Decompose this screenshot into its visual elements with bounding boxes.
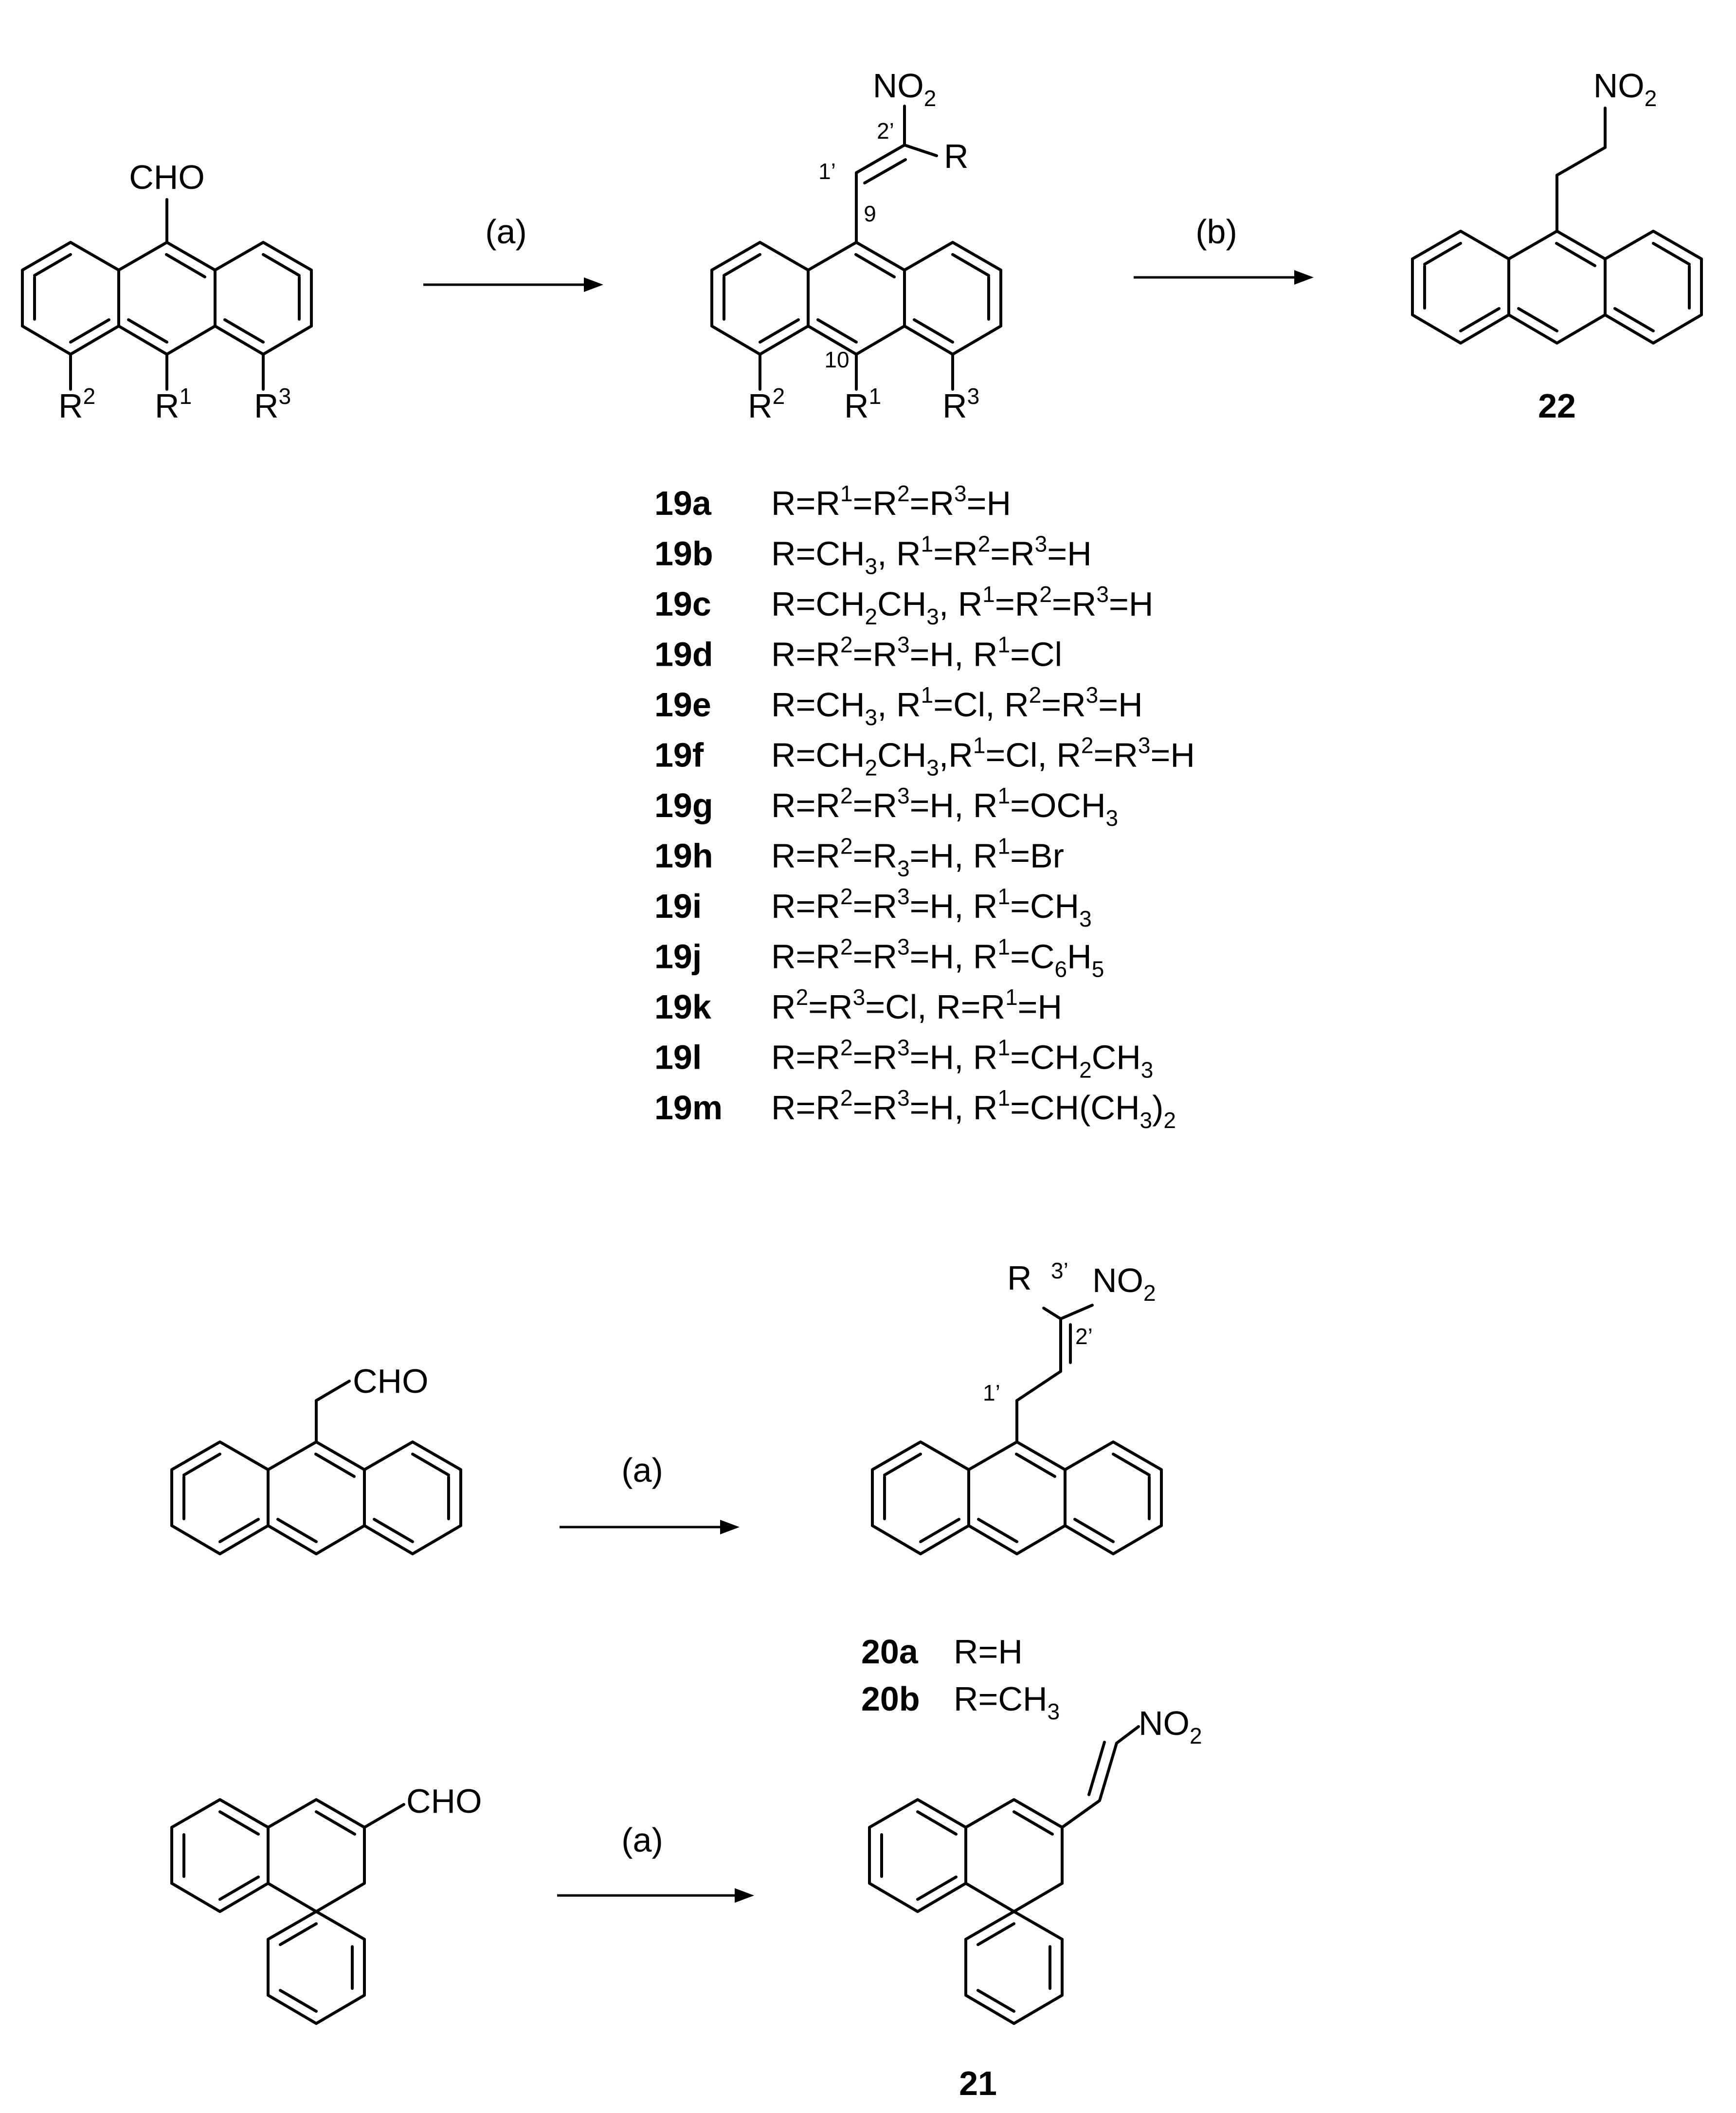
compound-id: 19j — [654, 938, 702, 976]
compound-19a-entry: 19a R=R1=R2=R3=H — [654, 481, 1011, 522]
compound-id: 20a — [861, 1633, 919, 1671]
no2-label: NO2 — [873, 67, 937, 111]
compound-substituents: R=R2=R3=H, R1=CH2CH3 — [771, 1035, 1153, 1083]
reaction-arrow-a — [423, 277, 603, 292]
compound-substituents: R=R2=R3=H, R1=C6H5 — [771, 934, 1104, 982]
r3-label: R3 — [254, 383, 291, 425]
compound-id: 19i — [654, 887, 702, 925]
compound-substituent: R=CH3 — [954, 1680, 1060, 1724]
compound-substituents: R=R2=R3=H, R1=CH3 — [771, 884, 1092, 931]
condition-a-label: (a) — [621, 1821, 663, 1859]
compound-id: 19e — [654, 686, 711, 724]
compound-substituents: R=R2=R3=H, R1=Br — [771, 834, 1064, 881]
nitrovinyl-phenanthrene-structure — [868, 1725, 1140, 2025]
compound-22-label: 22 — [1538, 387, 1576, 425]
condition-a-label: (a) — [621, 1451, 663, 1489]
compound-20a-entry: 20a R=H — [861, 1633, 1023, 1671]
compound-id: 19a — [654, 484, 712, 522]
phenanthrene-aldehyde-structure — [170, 1798, 405, 2025]
reaction-arrow-a — [560, 1520, 740, 1534]
compound-substituents: R=CH2CH3, R1=R2=R3=H — [771, 582, 1153, 629]
compound-id: 19h — [654, 837, 713, 875]
compound-substituents: R=R2=R3=H, R1=Cl — [771, 632, 1062, 674]
compound-id: 19b — [654, 535, 713, 573]
r2-label: R2 — [58, 383, 95, 425]
reaction-2: CHO (a) R 3’ NO2 2’ — [170, 1258, 1163, 1724]
no2-label: NO2 — [1139, 1704, 1202, 1749]
r-label: R — [1007, 1259, 1032, 1297]
compound-id: 19m — [654, 1089, 723, 1127]
compound-substituents: R=CH2CH3,R1=Cl, R2=R3=H — [771, 733, 1195, 781]
reaction-3: CHO (a) NO2 21 — [170, 1704, 1202, 2102]
position-2-prime-label: 2’ — [1075, 1324, 1093, 1349]
anthracenyl-acetaldehyde-structure — [170, 1380, 462, 1555]
position-1-prime-label: 1’ — [818, 159, 836, 184]
reaction-arrow-b — [1134, 270, 1314, 285]
compound-21-label: 21 — [959, 2064, 997, 2102]
nitroallyl-anthracene-structure — [871, 1304, 1163, 1555]
cho-label: CHO — [129, 158, 205, 196]
no2-label: NO2 — [1092, 1261, 1156, 1306]
compound-19i-entry: 19i R=R2=R3=H, R1=CH3 — [654, 884, 1092, 931]
compound-19f-entry: 19f R=CH2CH3,R1=Cl, R2=R3=H — [654, 733, 1195, 781]
compound-19c-entry: 19c R=CH2CH3, R1=R2=R3=H — [654, 582, 1153, 629]
compound-19l-entry: 19l R=R2=R3=H, R1=CH2CH3 — [654, 1035, 1153, 1083]
compound-substituents: R=CH3, R1=R2=R3=H — [771, 531, 1092, 579]
anthracene-aldehyde-structure — [21, 198, 313, 391]
r1-label: R1 — [844, 383, 881, 425]
compound-19e-entry: 19e R=CH3, R1=Cl, R2=R3=H — [654, 682, 1143, 730]
condition-b-label: (b) — [1195, 213, 1237, 251]
cho-label: CHO — [406, 1782, 482, 1820]
compound-19h-entry: 19h R=R2=R3=H, R1=Br — [654, 834, 1064, 881]
compound-id: 19k — [654, 988, 711, 1026]
compound-id: 20b — [861, 1680, 920, 1718]
reaction-arrow-a — [557, 1888, 754, 1903]
compound-substituents: R=CH3, R1=Cl, R2=R3=H — [771, 682, 1143, 730]
compound-19b-entry: 19b R=CH3, R1=R2=R3=H — [654, 531, 1092, 579]
compound-id: 19g — [654, 786, 713, 824]
position-3-prime-label: 3’ — [1051, 1258, 1068, 1283]
compound-substituents: R=R2=R3=H, R1=CH(CH3)2 — [771, 1085, 1176, 1133]
compound-19j-entry: 19j R=R2=R3=H, R1=C6H5 — [654, 934, 1104, 982]
r2-label: R2 — [748, 383, 785, 425]
position-1-prime-label: 1’ — [983, 1380, 1000, 1405]
compound-id: 19d — [654, 636, 713, 674]
compound-substituents: R=R2=R3=H, R1=OCH3 — [771, 783, 1118, 831]
compound-id: 19f — [654, 736, 704, 774]
compound-id: 19l — [654, 1038, 702, 1076]
r1-label: R1 — [155, 383, 192, 425]
compound-substituents: R2=R3=Cl, R=R1=H — [771, 984, 1062, 1026]
compound-id: 19c — [654, 585, 711, 623]
r3-label: R3 — [942, 383, 979, 425]
compound-19g-entry: 19g R=R2=R3=H, R1=OCH3 — [654, 783, 1118, 831]
condition-a-label: (a) — [485, 213, 527, 251]
position-10-label: 10 — [824, 347, 849, 372]
compound-substituents: R=R1=R2=R3=H — [771, 481, 1011, 522]
reaction-1: CHO R2 R1 R3 (a) — [21, 67, 1703, 425]
compound-19d-entry: 19d R=R2=R3=H, R1=Cl — [654, 632, 1062, 674]
cho-label: CHO — [353, 1362, 429, 1400]
compound-19k-entry: 19k R2=R3=Cl, R=R1=H — [654, 984, 1062, 1026]
nitrovinyl-anthracene-structure — [710, 105, 1002, 391]
compound-substituent: R=H — [954, 1633, 1023, 1671]
no2-label: NO2 — [1593, 67, 1657, 111]
nitroethyl-anthracene-structure — [1411, 107, 1703, 345]
compound-20b-entry: 20b R=CH3 — [861, 1680, 1060, 1724]
r-label: R — [944, 137, 969, 175]
position-2-prime-label: 2’ — [877, 118, 894, 144]
position-9-label: 9 — [864, 201, 876, 226]
compound-19m-entry: 19m R=R2=R3=H, R1=CH(CH3)2 — [654, 1085, 1176, 1133]
